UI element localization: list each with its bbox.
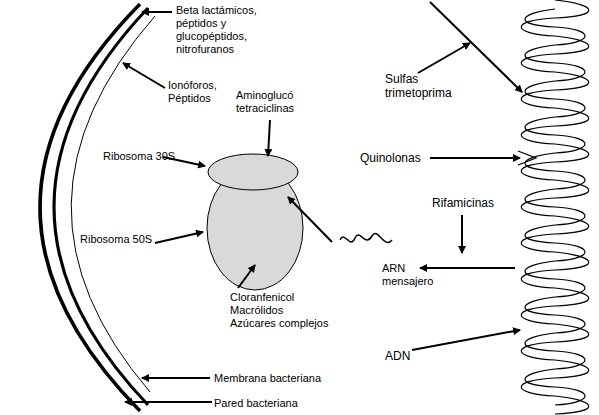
leader-arrows xyxy=(123,2,522,402)
label-text: Membrana bacteriana xyxy=(214,372,321,385)
label-text: Rifamicinas xyxy=(432,196,494,210)
label-text: Ribosoma 50S xyxy=(80,233,152,246)
label-text: Beta lactámicos, péptidos y glucopéptido… xyxy=(176,4,266,56)
label-text: Ribosoma 30S xyxy=(103,150,175,163)
label-text: Aminoglucó tetraciclinas xyxy=(236,89,306,115)
label-text: Quinolonas xyxy=(360,151,421,165)
dna-helix xyxy=(518,0,589,414)
label-text: ARN mensajero xyxy=(382,262,432,288)
ribosome xyxy=(207,154,303,290)
label-text: Sulfas trimetoprima xyxy=(385,72,425,100)
cell-envelope xyxy=(40,4,155,411)
mrna-strand xyxy=(340,234,392,243)
label-text: ADN xyxy=(385,349,410,363)
label-text: Ionóforos, Péptidos xyxy=(168,79,228,105)
label-text: Cloranfenicol Macrólidos Azúcares comple… xyxy=(230,291,329,330)
label-text: Pared bacteriana xyxy=(214,397,298,410)
